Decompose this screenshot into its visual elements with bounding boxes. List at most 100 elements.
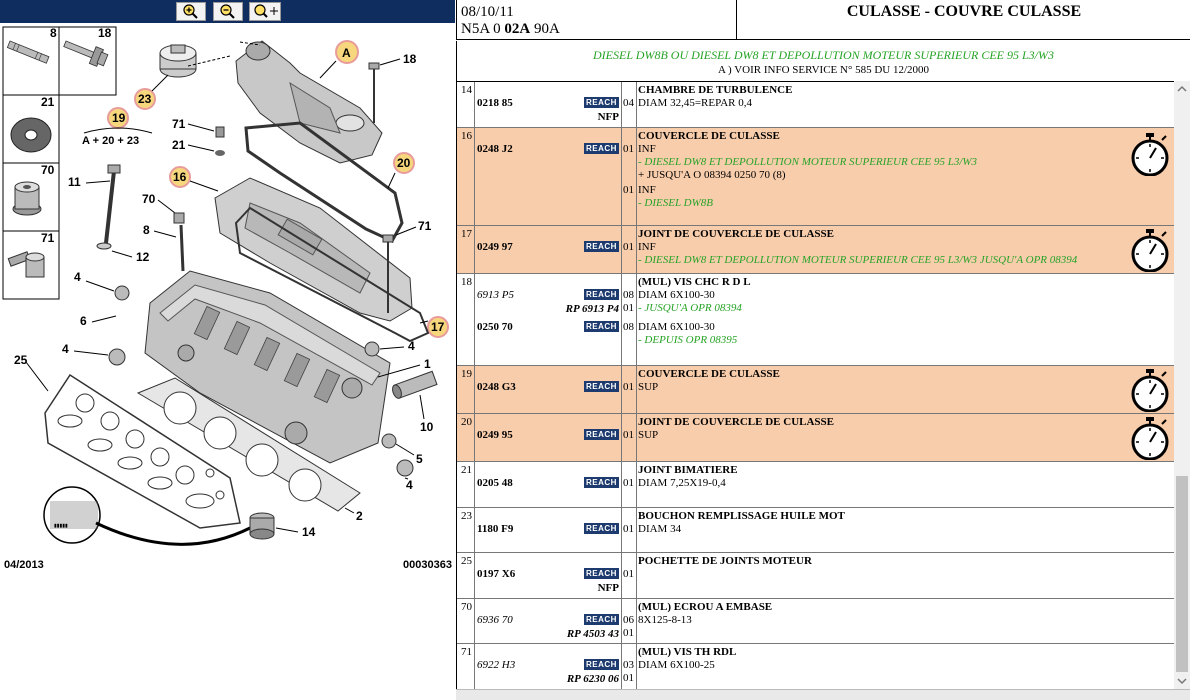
stopwatch-icon[interactable] [1129, 368, 1171, 412]
callout-23[interactable]: 23 [134, 88, 156, 110]
label-10: 10 [420, 420, 434, 434]
diagram-pane: 8 18 21 70 71 19 A + 20 + 23 23 A 16 20 [0, 0, 455, 700]
label-21-top: 21 [172, 138, 186, 152]
diagram-ref: 00030363 [403, 559, 452, 571]
horizontal-scrollbar[interactable] [456, 689, 1190, 700]
chevron-up-icon[interactable] [1174, 81, 1190, 97]
page-header: 08/10/11 N5A 0 02A 90A CULASSE - COUVRE … [456, 0, 1190, 40]
table-row[interactable]: 20 0249 95 REACH 01 JOINT DE COUVERCLE D… [457, 414, 1174, 462]
row-number: 23 [461, 510, 472, 522]
part-title: JOINT BIMATIERE [638, 464, 738, 476]
magnifier-minus-icon [220, 4, 235, 19]
quantity: 01 [623, 302, 634, 314]
table-row[interactable]: 14 0218 85 REACH NFP 04 CHAMBRE DE TURBU… [457, 82, 1174, 128]
table-row[interactable]: 25 0197 X6 REACH NFP 01 POCHETTE DE JOIN… [457, 553, 1174, 599]
part-description: INF [638, 184, 656, 196]
part-description: INF [638, 143, 656, 155]
svg-text:19: 19 [112, 111, 126, 125]
label-71-top: 71 [172, 117, 186, 131]
callout-20[interactable]: 20 [393, 152, 415, 174]
stopwatch-icon[interactable] [1129, 132, 1171, 176]
row-number: 71 [461, 646, 472, 658]
callout-16[interactable]: 16 [169, 166, 191, 188]
row-number: 25 [461, 555, 472, 567]
label-25: 25 [14, 353, 28, 367]
part-reference[interactable]: 0249 97 [477, 241, 513, 253]
part-reference[interactable]: 1180 F9 [477, 523, 514, 535]
label-12: 12 [136, 250, 150, 264]
table-row[interactable]: 71 6922 H3 REACH RP 6230 06 03 01 (MUL) … [457, 644, 1174, 689]
part-reference[interactable]: 0249 95 [477, 429, 513, 441]
reach-badge: REACH [584, 97, 619, 108]
part-title: JOINT DE COUVERCLE DE CULASSE [638, 228, 835, 240]
chevron-down-icon[interactable] [1174, 673, 1190, 689]
part-reference[interactable]: 0250 70 [477, 321, 513, 333]
part-description: DIAM 32,45=REPAR 0,4 [638, 97, 752, 109]
part-description: DIAM 6X100-25 [638, 659, 715, 671]
label-4-a: 4 [74, 270, 81, 284]
exploded-parts-diagram: 8 18 21 70 71 19 A + 20 + 23 23 A 16 20 [2, 26, 452, 571]
table-scrollbar[interactable] [1174, 81, 1190, 689]
table-row[interactable]: 17 0249 97 REACH 01 JOINT DE COUVERCLE D… [457, 226, 1174, 274]
part-reference[interactable]: 6913 P5 [477, 289, 514, 301]
label-6: 6 [80, 314, 87, 328]
hardware-legend: 8 18 21 70 71 [2, 26, 117, 300]
parts-table[interactable]: 14 0218 85 REACH NFP 04 CHAMBRE DE TURBU… [456, 81, 1174, 689]
table-row[interactable]: 19 0248 G3 REACH 01 COUVERCLE DE CULASSE… [457, 366, 1174, 414]
stopwatch-icon[interactable] [1129, 416, 1171, 460]
gasket-set-drawing [44, 373, 241, 529]
part-description: DIAM 7,25X19-0,4 [638, 477, 726, 489]
valve-cover-drawing [214, 177, 413, 322]
table-row[interactable]: 16 0248 J2 REACH 01 COUVERCLE DE CULASSE… [457, 128, 1174, 226]
part-reference[interactable]: 6922 H3 [477, 659, 516, 671]
filler-neck-drawing [249, 512, 275, 540]
scrollbar-thumb[interactable] [1176, 476, 1188, 672]
svg-text:20: 20 [397, 156, 411, 170]
code-prefix: N5A 0 [461, 21, 501, 37]
part-reference[interactable]: 0218 85 [477, 97, 513, 109]
label-4-b: 4 [62, 342, 69, 356]
svg-text:▮▮▮▮▮: ▮▮▮▮▮ [54, 523, 68, 529]
row-number: 21 [461, 464, 472, 476]
pan-zoom-button[interactable] [249, 2, 281, 21]
svg-text:A: A [342, 46, 351, 60]
part-reference[interactable]: 0197 X6 [477, 568, 516, 580]
label-2: 2 [356, 509, 363, 523]
callout-A[interactable]: A [335, 40, 359, 64]
part-title: CHAMBRE DE TURBULENCE [638, 84, 793, 96]
header-divider [736, 0, 737, 40]
row-number: 18 [461, 276, 472, 288]
part-reference[interactable]: 0205 48 [477, 477, 513, 489]
header-date: 08/10/11 [461, 4, 514, 20]
zoom-in-button[interactable] [176, 2, 206, 21]
label-1: 1 [424, 357, 431, 371]
code-bold: 02A [504, 21, 531, 37]
zoom-out-button[interactable] [213, 2, 243, 21]
magnifier-move-icon [254, 4, 278, 18]
callout-19[interactable]: 19 [107, 107, 129, 129]
stud-icon [6, 40, 50, 64]
oil-filler-cap-drawing [159, 44, 197, 78]
part-title: COUVERCLE DE CULASSE [638, 130, 780, 142]
table-row[interactable]: 70 6936 70 REACH RP 4503 43 06 01 (MUL) … [457, 599, 1174, 644]
table-row[interactable]: 21 0205 48 REACH 01 JOINT BIMATIERE DIAM… [457, 462, 1174, 508]
zoom-toolbar [0, 0, 455, 23]
callout-17[interactable]: 17 [427, 316, 449, 338]
stopwatch-icon[interactable] [1129, 228, 1171, 272]
part-description: DIAM 6X100-30 [638, 289, 715, 301]
page-title: CULASSE - COUVRE CULASSE [846, 3, 1082, 20]
table-row[interactable]: 23 1180 F9 REACH 01 BOUCHON REMPLISSAGE … [457, 508, 1174, 553]
part-title: (MUL) VIS TH RDL [638, 646, 737, 658]
label-14: 14 [302, 525, 316, 539]
table-row[interactable]: 18 6913 P5 REACH RP 6913 P4 08 01 (MUL) … [457, 274, 1174, 366]
part-reference[interactable]: 0248 G3 [477, 381, 516, 393]
reach-badge: REACH [584, 321, 619, 332]
part-reference[interactable]: 6936 70 [477, 614, 513, 626]
washer-icon [10, 117, 52, 153]
part-reference[interactable]: 0248 J2 [477, 143, 513, 155]
engine-application: DIESEL DW8B OU DIESEL DW8 ET DEPOLLUTION… [593, 48, 1054, 62]
application-note: - DIESEL DW8 ET DEPOLLUTION MOTEUR SUPER… [638, 156, 978, 168]
row-number: 20 [461, 416, 472, 428]
reach-badge: REACH [584, 241, 619, 252]
application-note: - JUSQU'A OPR 08394 [638, 302, 742, 314]
